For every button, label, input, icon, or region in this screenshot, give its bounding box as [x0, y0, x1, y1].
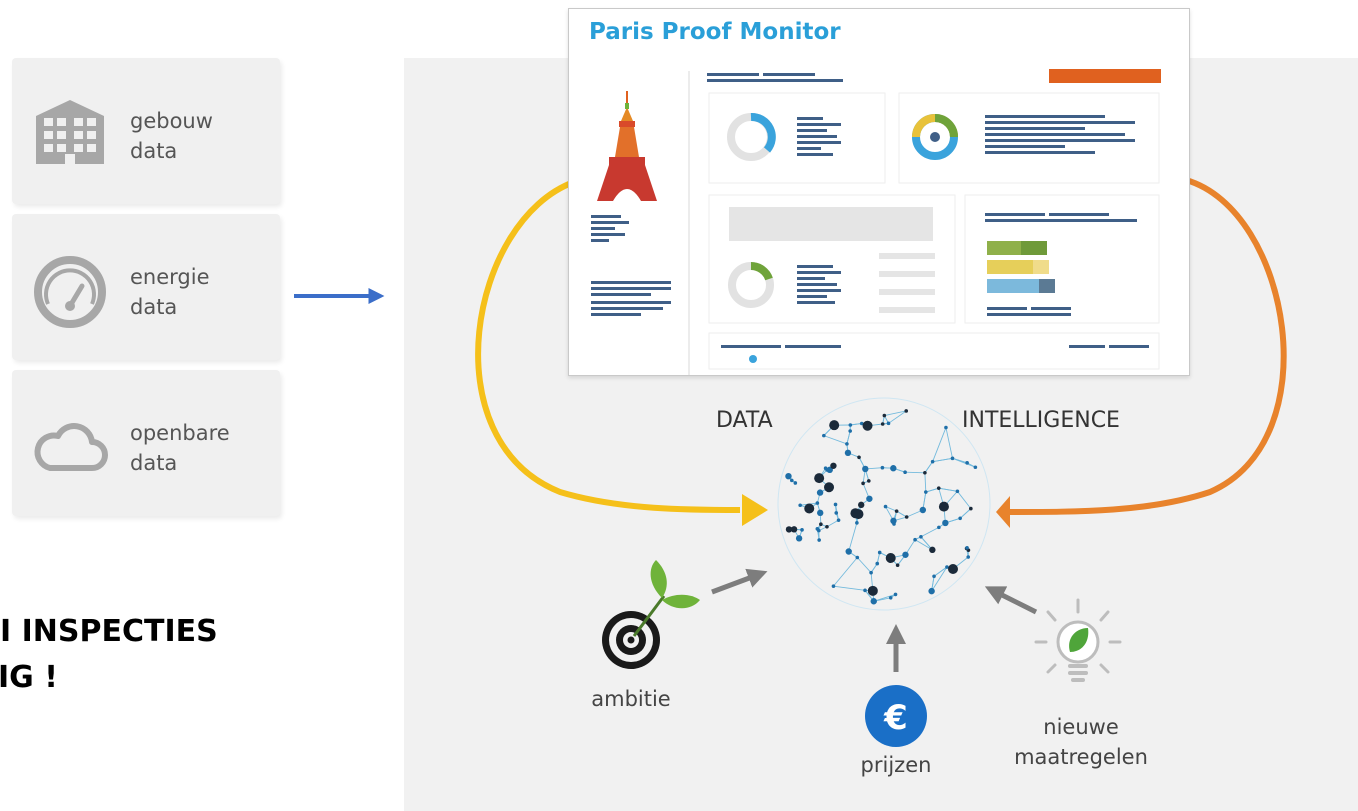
- prijzen-label: prijzen: [860, 753, 932, 777]
- eiffel-tower-icon: [597, 91, 657, 201]
- lightbulb-leaf-icon: [1034, 598, 1122, 682]
- ambitie-arrow: [711, 568, 768, 595]
- network-sphere-icon: [777, 397, 991, 611]
- source-label-energie: energie data: [130, 265, 210, 319]
- cloud-icon: [34, 423, 108, 471]
- monitor-title: Paris Proof Monitor: [589, 19, 841, 45]
- source-label-gebouw: gebouw data: [130, 109, 213, 163]
- data-label: DATA: [716, 408, 773, 433]
- data-loop-arrow: [475, 179, 741, 513]
- intelligence-loop-arrowhead: [996, 496, 1010, 528]
- building-icon: [36, 100, 104, 164]
- target-sprout-icon: [602, 560, 700, 669]
- source-card-energie: energie data: [12, 214, 280, 360]
- maatregelen-label: nieuwe maatregelen: [1014, 715, 1148, 769]
- source-label-openbare: openbare data: [130, 421, 230, 475]
- orange-action-button: [1049, 69, 1161, 83]
- dashboard-mockup: Paris Proof Monitor: [568, 8, 1190, 376]
- source-card-gebouw: gebouw data: [12, 58, 280, 204]
- headline-line-1: I INSPECTIES: [0, 614, 218, 649]
- source-card-openbare: openbare data: [12, 370, 280, 516]
- dashboard-graphic: [591, 69, 1161, 375]
- gauge-icon: [34, 256, 106, 328]
- intelligence-loop-arrow: [1005, 177, 1287, 515]
- ambitie-label: ambitie: [591, 687, 671, 711]
- euro-icon: €: [865, 685, 927, 747]
- svg-text:€: €: [883, 698, 908, 738]
- data-loop-arrowhead: [742, 494, 768, 526]
- intelligence-label: INTELLIGENCE: [962, 408, 1120, 433]
- maatregelen-arrow: [984, 586, 1038, 615]
- headline-line-2: IG !: [0, 660, 58, 695]
